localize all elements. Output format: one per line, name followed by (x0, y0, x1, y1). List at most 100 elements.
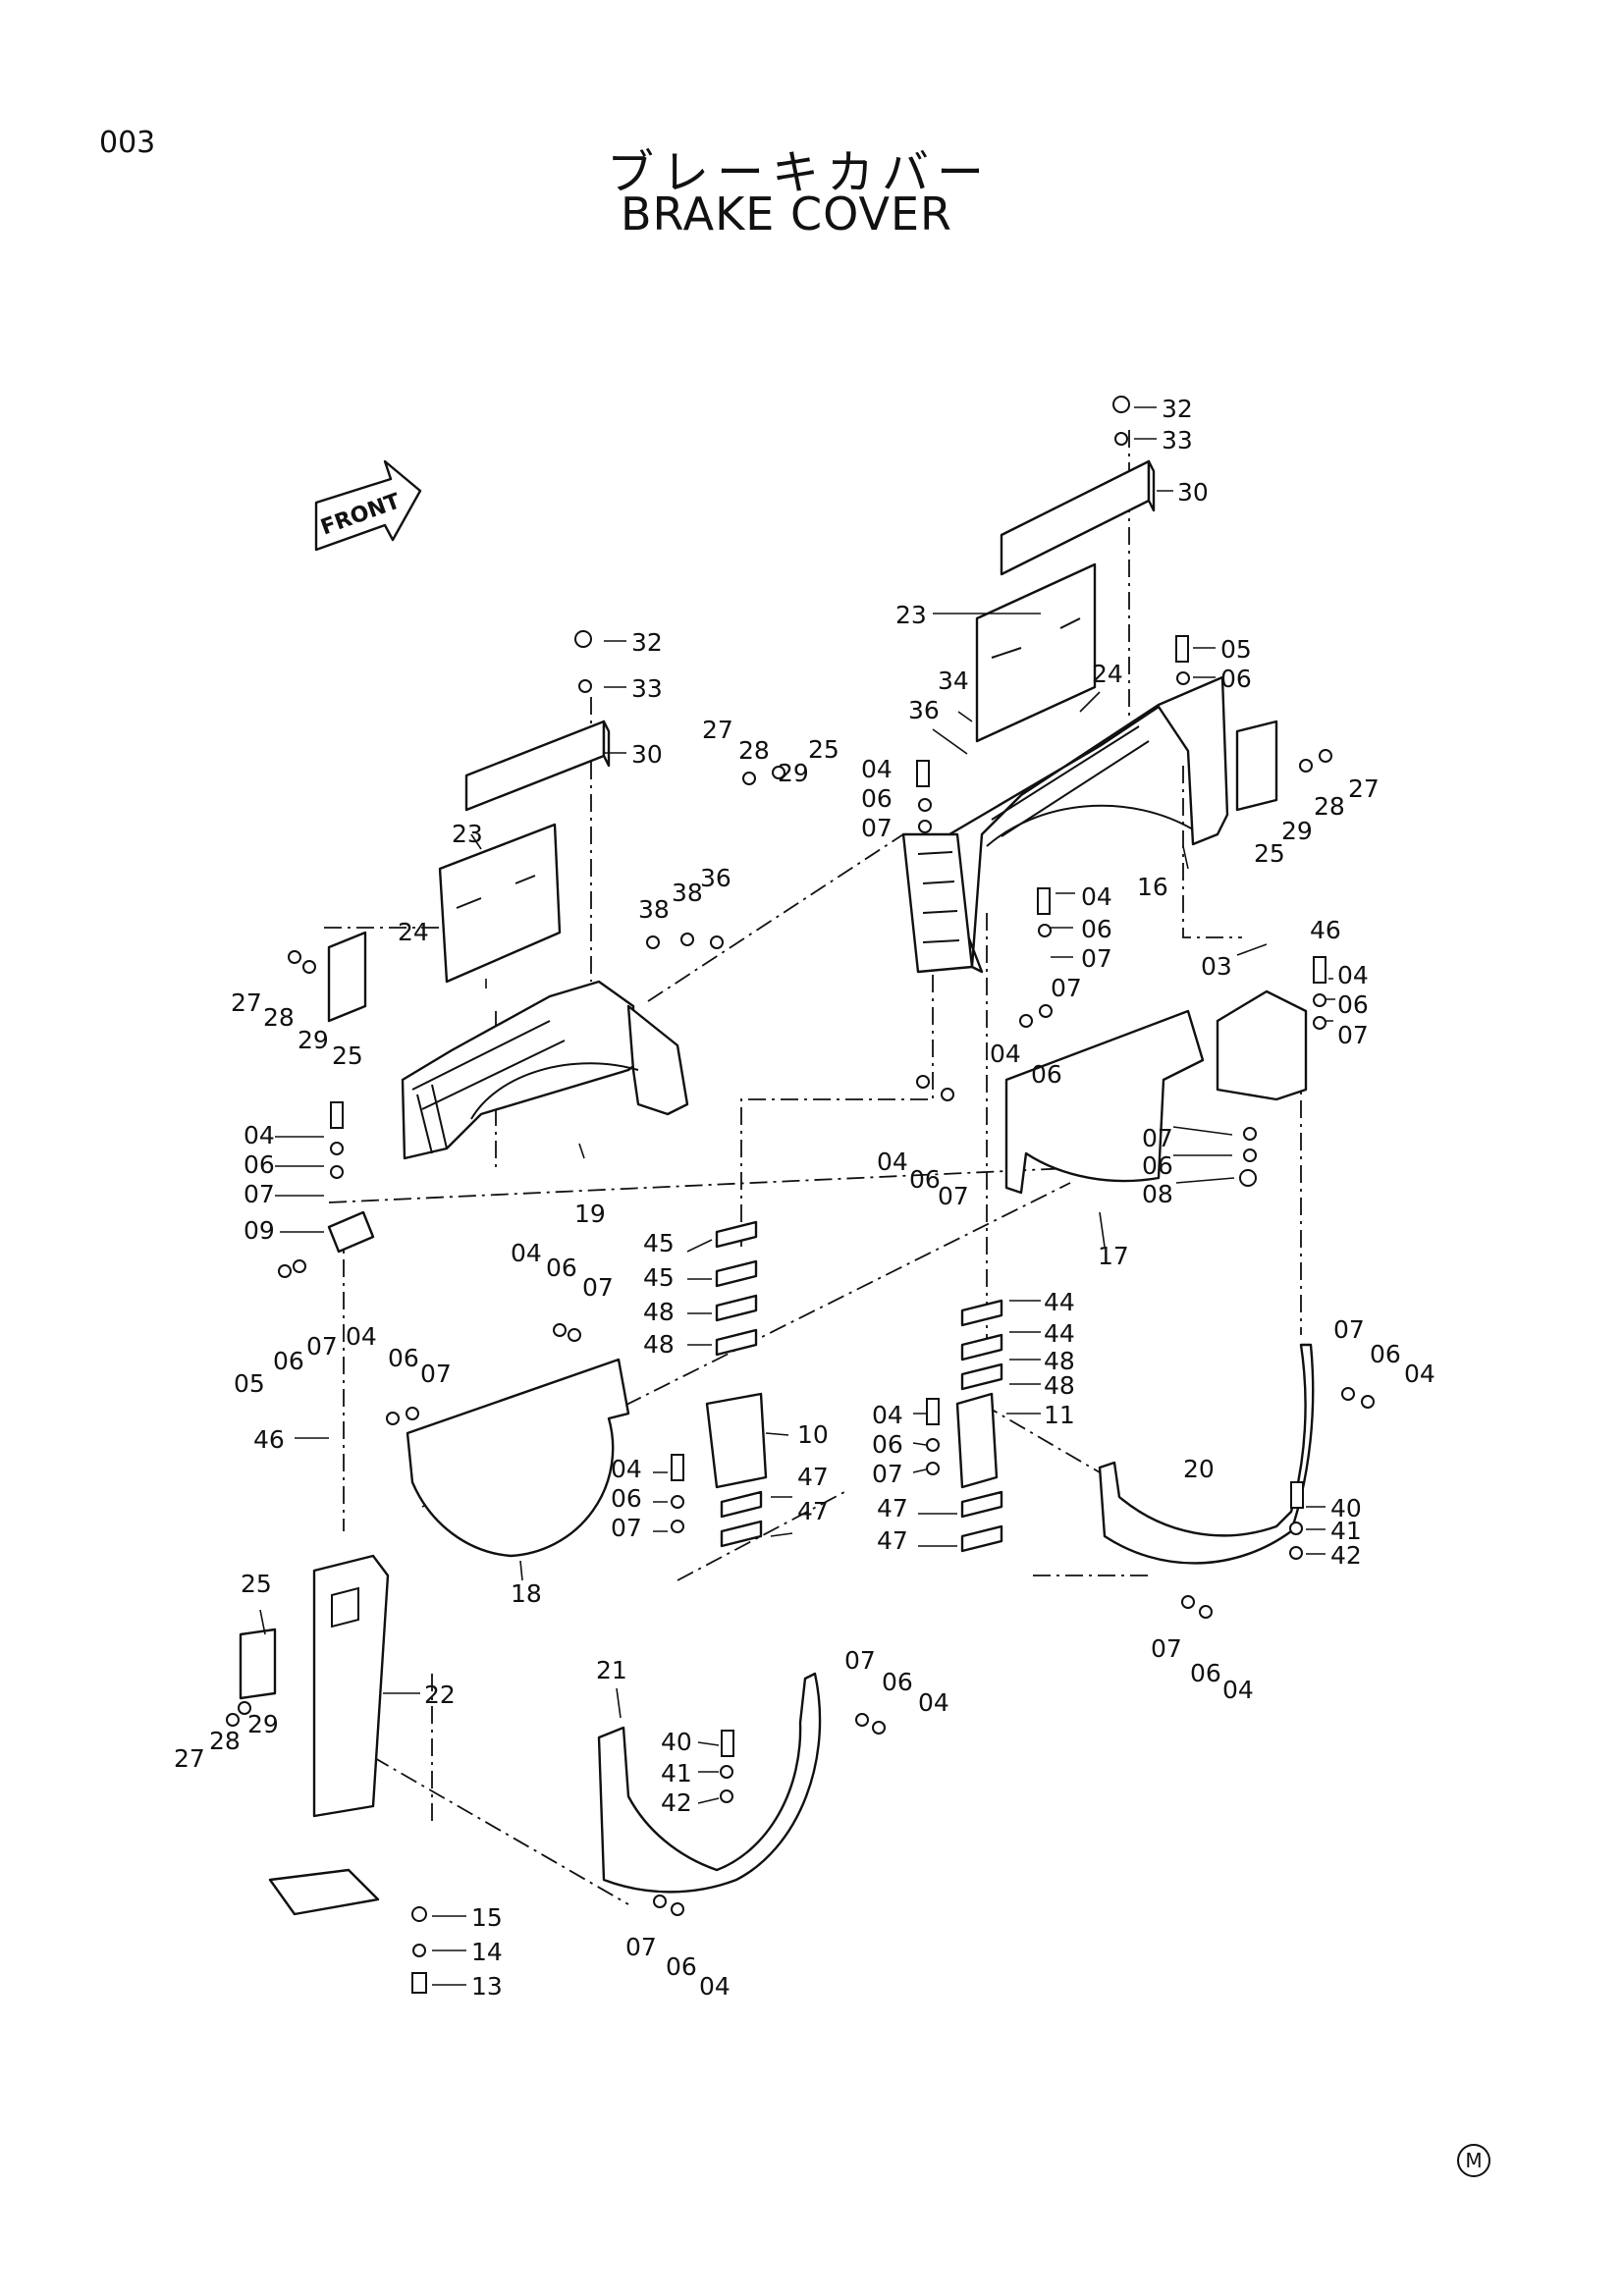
callout-label: 27 (1348, 774, 1380, 803)
callout-label: 07 (861, 814, 893, 842)
callout-label: 07 (582, 1273, 614, 1302)
callout-label: 48 (1044, 1347, 1075, 1375)
callout-label: 06 (273, 1347, 304, 1375)
callout-label: 46 (253, 1425, 285, 1454)
callout-label: 42 (661, 1789, 692, 1817)
callout-label: 34 (938, 667, 969, 695)
callout-label: 19 (574, 1200, 606, 1228)
callout-label: 04 (861, 755, 893, 783)
cover-16 (901, 675, 1229, 974)
callout-label: 18 (511, 1579, 542, 1608)
callout-label: 47 (877, 1494, 908, 1522)
callout-label: 04 (1337, 961, 1369, 989)
callout-label: 21 (596, 1656, 627, 1684)
callout-label: 48 (1044, 1371, 1075, 1400)
callout-label: 29 (247, 1710, 279, 1738)
callout-label: 33 (1162, 426, 1193, 454)
callout-label: 04 (1081, 882, 1112, 911)
callout-label: 07 (872, 1460, 903, 1488)
base-plate-13-15 (268, 1868, 380, 1916)
callout-label: 04 (1404, 1360, 1435, 1388)
callout-label: 29 (778, 759, 809, 787)
callout-label: 07 (1333, 1315, 1365, 1344)
callout-label: 25 (1254, 839, 1285, 868)
callout-label: 06 (666, 1952, 697, 1981)
callout-label: 06 (861, 784, 893, 813)
spacers-44-48 (960, 1299, 1003, 1391)
callout-label: 04 (611, 1455, 642, 1483)
callout-label: 04 (918, 1688, 949, 1717)
callout-label: 42 (1330, 1541, 1362, 1570)
page-number: 003 (99, 126, 156, 160)
callout-label: 30 (1177, 478, 1209, 507)
plate-23-left (438, 823, 562, 984)
callout-label: 06 (244, 1150, 275, 1179)
front-arrow: FRONT (314, 459, 422, 552)
callout-label: 38 (672, 879, 703, 907)
callout-label: 07 (244, 1180, 275, 1208)
callout-label: 04 (244, 1121, 275, 1149)
callout-label: 06 (1081, 915, 1112, 943)
plate-25-left (327, 931, 367, 1023)
callout-label: 27 (174, 1744, 205, 1773)
callout-label: 48 (643, 1330, 675, 1359)
callout-label: 47 (877, 1526, 908, 1555)
callout-label: 06 (1337, 990, 1369, 1019)
callout-label: 38 (638, 895, 670, 924)
callout-label: 27 (702, 716, 733, 744)
cover-20 (1098, 1343, 1315, 1565)
callout-label: 33 (631, 674, 663, 703)
callout-label: 48 (643, 1298, 675, 1326)
callout-label: 04 (346, 1322, 377, 1351)
callout-label: 25 (241, 1570, 272, 1598)
callout-label: 07 (1142, 1124, 1173, 1152)
callout-label: 07 (1081, 944, 1112, 973)
callout-label: 09 (244, 1216, 275, 1245)
plate-23-upper (975, 562, 1097, 743)
callout-label: 07 (611, 1514, 642, 1542)
callout-label: 06 (909, 1165, 941, 1194)
callout-label: 40 (1330, 1494, 1362, 1522)
callout-label: 06 (546, 1254, 577, 1282)
plate-25-lower-left (239, 1628, 277, 1700)
callout-label: 36 (908, 696, 940, 724)
callout-label: 29 (1281, 817, 1313, 845)
callout-label: 04 (990, 1040, 1021, 1068)
callout-label: 14 (471, 1938, 503, 1966)
callout-label: 07 (1151, 1634, 1182, 1663)
cover-19 (401, 980, 689, 1160)
callout-label: 25 (808, 735, 839, 764)
callout-leaders (259, 406, 1335, 1986)
callout-label: 30 (631, 740, 663, 769)
callout-label: 07 (625, 1933, 657, 1961)
bracket-11 (955, 1392, 999, 1489)
callout-label: 28 (209, 1727, 241, 1755)
callout-label: 03 (1201, 952, 1232, 981)
callout-label: 41 (661, 1759, 692, 1788)
callout-label: 20 (1183, 1455, 1215, 1483)
callout-label: 17 (1098, 1242, 1129, 1270)
callout-label: 32 (631, 628, 663, 657)
bracket-09 (327, 1210, 375, 1254)
callout-label: 06 (1142, 1151, 1173, 1180)
callout-label: 06 (1370, 1340, 1401, 1368)
callout-label: 07 (1051, 974, 1082, 1002)
callout-label: 32 (1162, 395, 1193, 423)
callout-label: 07 (420, 1360, 452, 1388)
callout-label: 47 (797, 1497, 829, 1525)
post-22 (312, 1554, 390, 1818)
title-english: BRAKE COVER (621, 187, 952, 240)
callout-label: 44 (1044, 1288, 1075, 1316)
callout-label: 06 (1190, 1659, 1221, 1687)
callout-label: 28 (1314, 792, 1345, 821)
callout-labels: 32 33 30 23 05 06 34 24 36 27 28 29 25 0… (174, 395, 1435, 2001)
circled-m-mark: M (1457, 2144, 1490, 2177)
callout-label: 04 (1222, 1676, 1254, 1704)
cover-21 (597, 1672, 822, 1894)
callout-label: 23 (452, 820, 483, 848)
hardware-symbols (226, 396, 1375, 1994)
callout-label: 24 (398, 918, 429, 946)
callout-label: 13 (471, 1972, 503, 2001)
callout-label: 28 (263, 1003, 295, 1032)
